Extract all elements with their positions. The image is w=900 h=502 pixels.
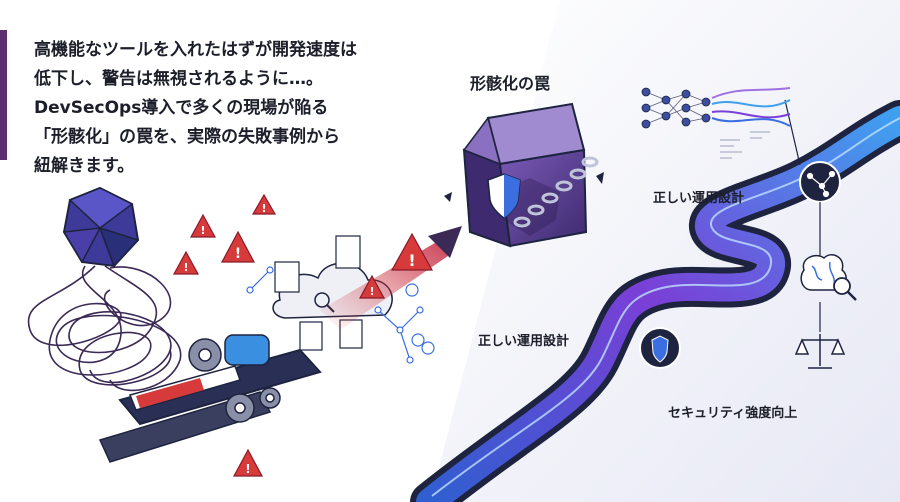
polyhedron-logo-icon: [62, 186, 140, 268]
operation-design-label-top: 正しい運用設計: [653, 191, 745, 206]
roller: [224, 334, 270, 366]
svg-text:!: !: [261, 202, 266, 215]
network-node-icon: [799, 161, 841, 203]
trap-label: 形骸化の罠: [470, 74, 551, 93]
conveyor-belt: [98, 348, 322, 463]
headline-line: 紐解きます。: [34, 156, 135, 176]
brain-search-icon: [800, 254, 857, 301]
gear-icon: [188, 338, 281, 423]
balance-scale-icon: [794, 334, 846, 369]
headline-line: DevSecOps導入で多くの現場が陥る: [34, 98, 329, 118]
svg-text:!: !: [200, 224, 205, 237]
warning-triangle-icon: [172, 193, 434, 477]
shield-icon: [487, 173, 521, 219]
svg-text:!: !: [245, 462, 250, 476]
svg-text:!: !: [408, 251, 415, 270]
security-strength-label: セキュリティ強度向上: [668, 406, 798, 421]
accent-bar: [0, 30, 7, 160]
tangled-wires-icon: [27, 265, 182, 392]
arrow-head: [428, 226, 462, 258]
network-graph: [246, 266, 435, 364]
headline-line: 高機能なツールを入れたはずが開発速度は: [34, 40, 357, 60]
svg-text:!: !: [369, 285, 374, 298]
headline-line: 「形骸化」の罠を、実際の失敗事例から: [34, 127, 340, 147]
svg-text:!: !: [183, 261, 188, 274]
shield-badge-icon: [639, 327, 681, 369]
svg-text:!: !: [235, 246, 241, 262]
operation-design-label-middle: 正しい運用設計: [478, 334, 570, 349]
headline-text: 高機能なツールを入れたはずが開発速度は 低下し、警告は無視されるように…。 De…: [34, 36, 424, 181]
headline-line: 低下し、警告は無視されるように…。: [34, 69, 323, 89]
neural-network-icon: [641, 87, 791, 159]
